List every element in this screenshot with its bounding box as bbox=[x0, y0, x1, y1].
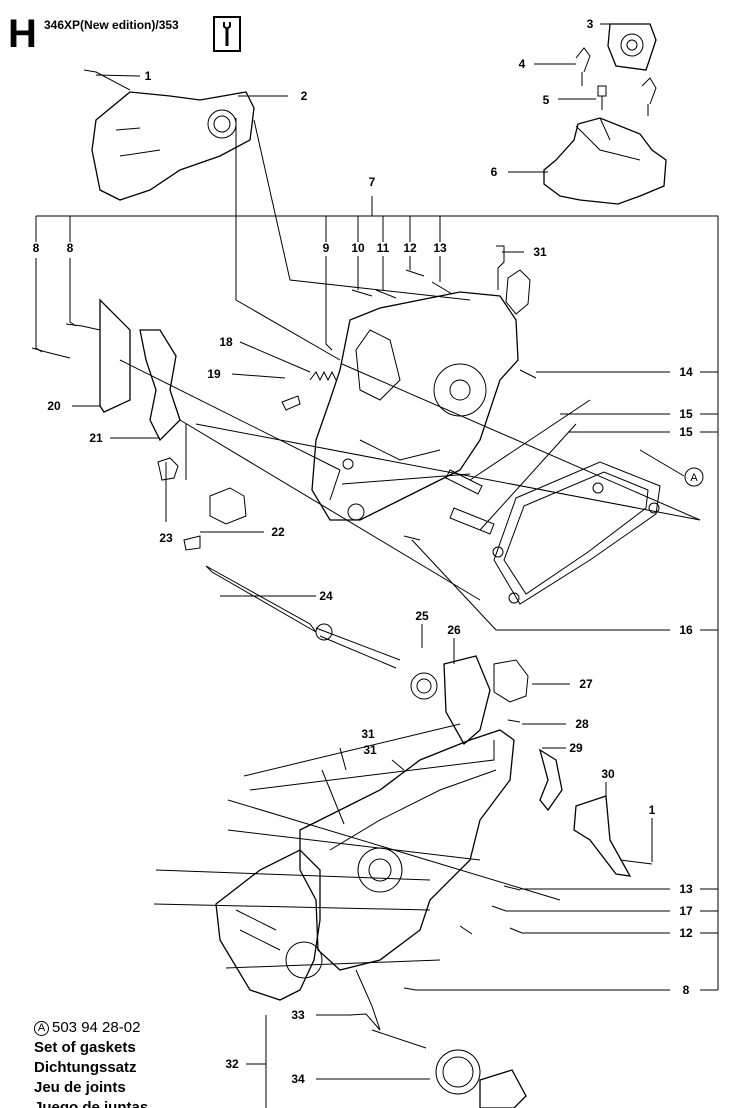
callout-10: 10 bbox=[351, 241, 365, 255]
legend-marker: A bbox=[34, 1020, 49, 1036]
legend-line-spanish: Juego de juntas bbox=[34, 1099, 149, 1108]
callout-15: 15 bbox=[679, 407, 693, 421]
callout-18: 18 bbox=[219, 335, 233, 349]
callout-8: 8 bbox=[67, 241, 74, 255]
callout-13: 13 bbox=[433, 241, 447, 255]
callout-13: 13 bbox=[679, 882, 693, 896]
callout-26: 26 bbox=[447, 623, 461, 637]
callout-2: 2 bbox=[301, 89, 308, 103]
callout-3: 3 bbox=[587, 17, 594, 31]
callout-20: 20 bbox=[47, 399, 61, 413]
model-title: 346XP(New edition)/353 bbox=[44, 18, 179, 32]
callout-25: 25 bbox=[415, 609, 429, 623]
callout-30: 30 bbox=[601, 767, 615, 781]
callout-24: 24 bbox=[319, 589, 333, 603]
callout-11: 11 bbox=[377, 241, 390, 255]
callout-7: 7 bbox=[369, 175, 376, 189]
callout-6: 6 bbox=[491, 165, 498, 179]
section-letter: H bbox=[8, 12, 37, 56]
callout-9: 9 bbox=[323, 241, 330, 255]
callout-28: 28 bbox=[575, 717, 589, 731]
callout-15: 15 bbox=[679, 425, 693, 439]
legend-part-number: 503 94 28-02 bbox=[52, 1019, 141, 1036]
callout-12: 12 bbox=[679, 926, 693, 940]
callout-31: 31 bbox=[361, 727, 375, 741]
callout-1: 1 bbox=[145, 69, 152, 83]
callout-19: 19 bbox=[207, 367, 221, 381]
legend-line-english: Set of gaskets bbox=[34, 1039, 136, 1056]
callout-34: 34 bbox=[291, 1072, 305, 1086]
callout-14: 14 bbox=[679, 365, 693, 379]
callout-A: A bbox=[690, 472, 698, 484]
callout-32: 32 bbox=[225, 1057, 239, 1071]
callout-12: 12 bbox=[403, 241, 417, 255]
callout-8: 8 bbox=[33, 241, 40, 255]
callout-23: 23 bbox=[159, 531, 173, 545]
callout-4: 4 bbox=[519, 57, 526, 71]
callout-21: 21 bbox=[89, 431, 103, 445]
callout-33: 33 bbox=[291, 1008, 305, 1022]
callout-27: 27 bbox=[579, 677, 593, 691]
legend-part-number-row: A 503 94 28-02 bbox=[34, 1018, 148, 1038]
callout-16: 16 bbox=[679, 623, 693, 637]
wrench-icon bbox=[213, 16, 241, 52]
callout-29: 29 bbox=[569, 741, 583, 755]
callout-5: 5 bbox=[543, 93, 550, 107]
callout-8: 8 bbox=[683, 983, 690, 997]
callout-22: 22 bbox=[271, 525, 285, 539]
callout-31: 31 bbox=[363, 743, 377, 757]
callout-1: 1 bbox=[649, 803, 656, 817]
legend-line-german: Dichtungssatz bbox=[34, 1059, 137, 1076]
callout-17: 17 bbox=[679, 904, 693, 918]
legend-gasket-set: A 503 94 28-02 Set of gaskets Dichtungss… bbox=[34, 1018, 148, 1108]
gasket-set-marker bbox=[684, 467, 704, 487]
callout-31: 31 bbox=[533, 245, 547, 259]
legend-line-french: Jeu de joints bbox=[34, 1079, 126, 1096]
